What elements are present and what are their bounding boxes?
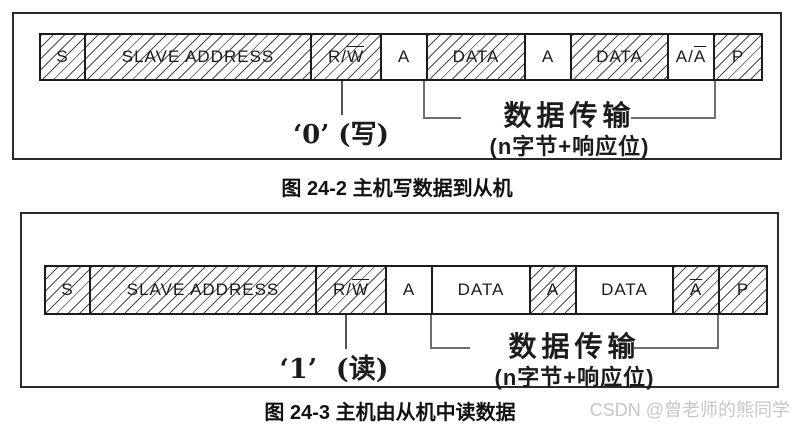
frame-cell-stop: P xyxy=(713,33,763,81)
transfer-bracket-line-left xyxy=(423,117,461,119)
cell-label: R/W xyxy=(332,280,370,299)
cell-label: SLAVE ADDRESS xyxy=(121,47,275,66)
transfer-sublabel: (n字节+响应位) xyxy=(489,134,650,159)
transfer-bracket-left xyxy=(423,81,425,119)
read-frame-panel: S SLAVE ADDRESS R/W A DATA A DATA A xyxy=(20,212,779,389)
frame-cell-read-write: R/W xyxy=(310,33,382,81)
cell-label: S xyxy=(61,280,74,299)
transfer-bracket-line-right xyxy=(634,347,719,349)
cell-label: DATA xyxy=(601,280,648,299)
frame-cell-read-write: R/W xyxy=(315,265,387,315)
cell-label: A/A xyxy=(675,47,707,66)
frame-row-read: S SLAVE ADDRESS R/W A DATA A DATA A xyxy=(44,265,768,315)
cell-label: R/W xyxy=(327,47,365,66)
transfer-label: 数据传输 xyxy=(503,100,636,131)
frame-cell-nack: A xyxy=(672,265,720,315)
transfer-bracket-line-right xyxy=(631,117,716,119)
frame-row-write: S SLAVE ADDRESS R/W A DATA A DATA A/A xyxy=(39,33,763,81)
frame-cell-data1: DATA xyxy=(426,33,526,81)
cell-label: A xyxy=(541,47,555,66)
figure-caption-24-2: 图 24-2 主机写数据到从机 xyxy=(281,178,513,200)
frame-cell-data1: DATA xyxy=(431,265,531,315)
frame-cell-start: S xyxy=(39,33,86,81)
frame-cell-ack-nack: A/A xyxy=(667,33,715,81)
cell-label: SLAVE ADDRESS xyxy=(126,280,280,299)
transfer-bracket-right xyxy=(714,81,716,119)
frame-cell-data2: DATA xyxy=(570,33,669,81)
transfer-annotation: 数据传输 (n字节+响应位) xyxy=(423,102,716,158)
write-frame-panel: S SLAVE ADDRESS R/W A DATA A DATA A/A xyxy=(12,12,782,160)
transfer-annotation: 数据传输 (n字节+响应位) xyxy=(430,333,719,389)
rw-value-note: ‘1’ (读) xyxy=(279,354,389,385)
cell-label: A xyxy=(546,280,560,299)
frame-cell-start: S xyxy=(44,265,91,315)
transfer-bracket-line-left xyxy=(430,347,470,349)
transfer-sublabel: (n字节+响应位) xyxy=(494,365,655,390)
csdn-watermark: CSDN @曾老师的熊同学 xyxy=(589,400,790,420)
frame-cell-ack1: A xyxy=(385,265,433,315)
cell-label: P xyxy=(731,47,745,66)
frame-cell-slave-address: SLAVE ADDRESS xyxy=(84,33,312,81)
frame-cell-ack2: A xyxy=(524,33,572,81)
transfer-bracket-left xyxy=(430,315,432,349)
cell-label: A xyxy=(689,280,703,299)
frame-cell-slave-address: SLAVE ADDRESS xyxy=(89,265,317,315)
cell-label: A xyxy=(397,47,411,66)
transfer-label: 数据传输 xyxy=(508,331,641,362)
frame-cell-stop: P xyxy=(718,265,768,315)
figure-caption-24-3: 图 24-3 主机由从机中读数据 xyxy=(264,402,516,424)
cell-label: S xyxy=(56,47,69,66)
rw-value-note: ‘0’ (写) xyxy=(293,120,389,150)
rw-tick-line xyxy=(341,81,343,115)
rw-tick-line xyxy=(345,315,347,349)
frame-cell-ack2: A xyxy=(529,265,577,315)
cell-label: DATA xyxy=(452,47,500,66)
cell-label: DATA xyxy=(596,47,643,66)
transfer-bracket-right xyxy=(717,315,719,349)
cell-label: A xyxy=(402,280,416,299)
cell-label: P xyxy=(736,280,750,299)
frame-cell-ack1: A xyxy=(380,33,428,81)
frame-cell-data2: DATA xyxy=(575,265,674,315)
cell-label: DATA xyxy=(457,280,505,299)
